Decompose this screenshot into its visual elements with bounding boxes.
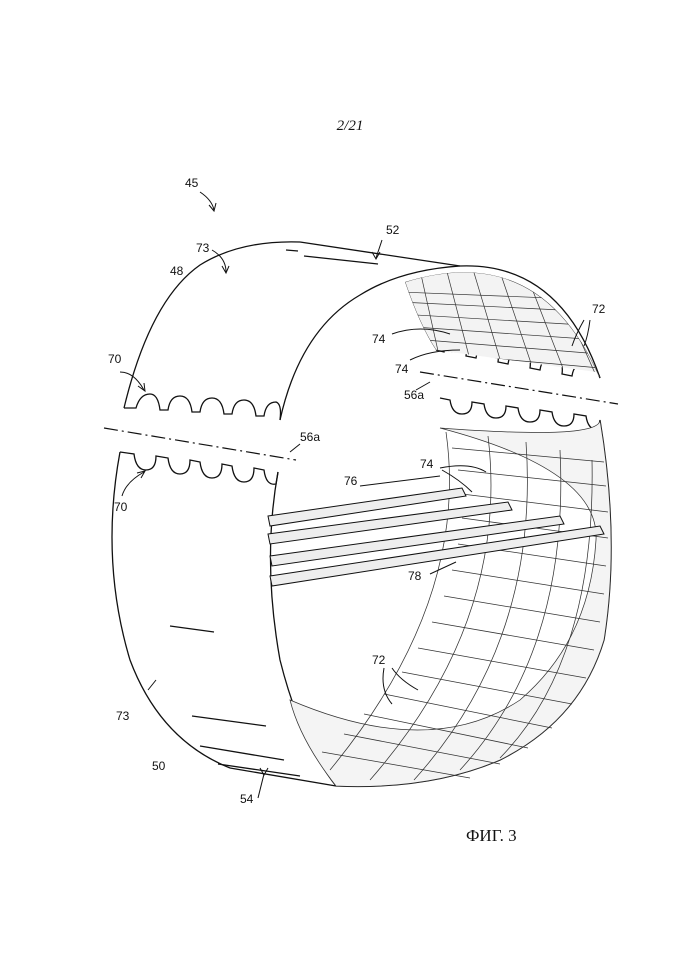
label-73-top: 73 xyxy=(196,241,210,255)
label-56a-left: 56a xyxy=(300,430,320,444)
label-50: 50 xyxy=(152,759,166,773)
label-48: 48 xyxy=(170,264,184,278)
page-number: 2/21 xyxy=(336,118,364,134)
label-74-a: 74 xyxy=(372,332,386,346)
label-74-b: 74 xyxy=(395,362,409,376)
label-76: 76 xyxy=(344,474,358,488)
label-56a-right: 56a xyxy=(404,388,424,402)
label-70-bottom: 70 xyxy=(114,500,128,514)
reference-numerals: 45 52 73 48 72 74 70 74 56a 56a 74 70 76… xyxy=(108,176,606,806)
label-74-c: 74 xyxy=(420,457,434,471)
split-lines xyxy=(103,371,619,461)
figure-caption: ФИГ. 3 xyxy=(466,826,517,845)
label-70-top: 70 xyxy=(108,352,122,366)
label-72-bottom: 72 xyxy=(372,653,386,667)
leader-lines xyxy=(119,191,591,799)
longerons xyxy=(267,487,605,587)
label-54: 54 xyxy=(240,792,254,806)
lower-inner-structure xyxy=(289,419,612,787)
outer-shell-upper xyxy=(123,241,601,421)
label-73-bottom: 73 xyxy=(116,709,130,723)
label-52: 52 xyxy=(386,223,400,237)
label-72-top: 72 xyxy=(592,302,606,316)
label-78: 78 xyxy=(408,569,422,583)
label-45: 45 xyxy=(185,176,199,190)
